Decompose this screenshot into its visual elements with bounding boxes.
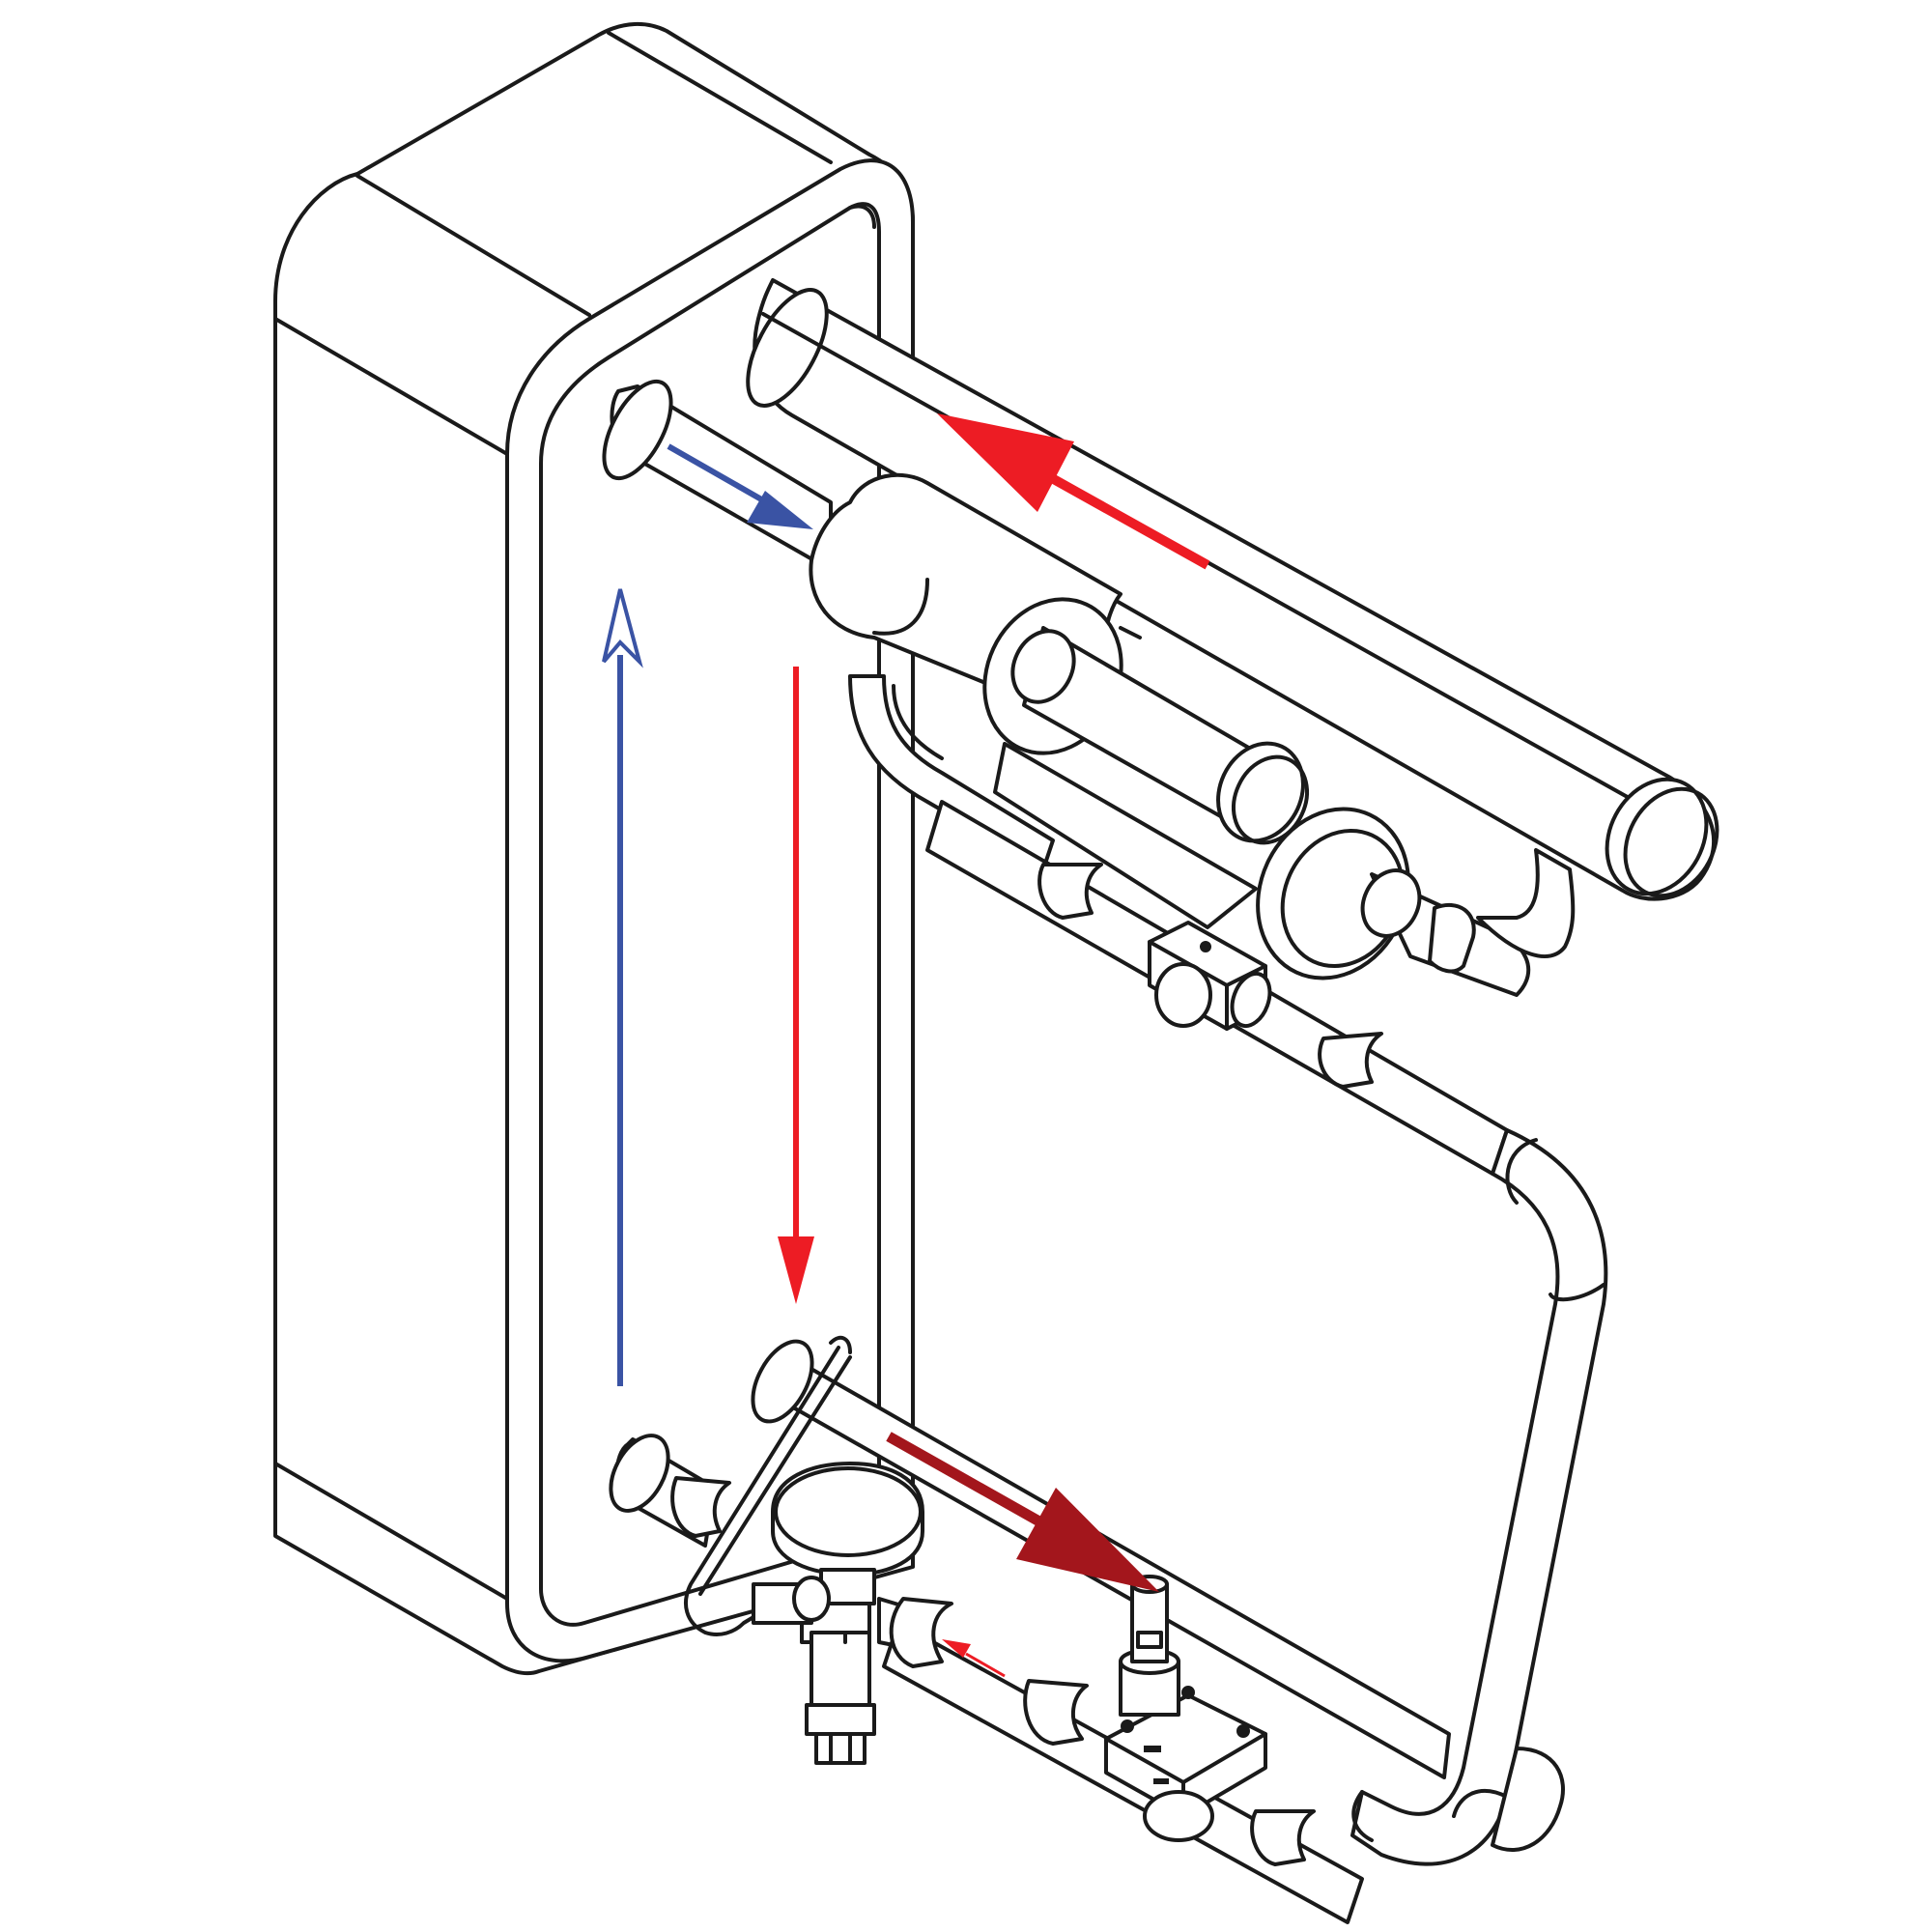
top-u-bend	[1476, 848, 1576, 958]
hot-flow-arrow-down	[778, 667, 814, 1304]
check-valve-icon	[1148, 921, 1272, 1031]
plate-heat-exchanger-icon	[273, 21, 915, 1676]
filter-drier-icon	[809, 472, 1277, 929]
cold-flow-arrow-inlet	[667, 443, 813, 529]
expansion-valve-icon	[752, 1462, 929, 1765]
right-loop-pipe	[1350, 1128, 1608, 1866]
cold-flow-arrow-up	[602, 588, 643, 1386]
solenoid-valve-icon	[1104, 1575, 1267, 1842]
valve-flow-arrow	[942, 1639, 1006, 1678]
capillary-tube	[684, 1335, 852, 1636]
hot-flow-arrow-top	[937, 413, 1210, 570]
hot-flow-arrow-bottom	[886, 1432, 1159, 1592]
inner-pipe-end	[1216, 741, 1309, 845]
bottom-left-port	[609, 1434, 731, 1548]
